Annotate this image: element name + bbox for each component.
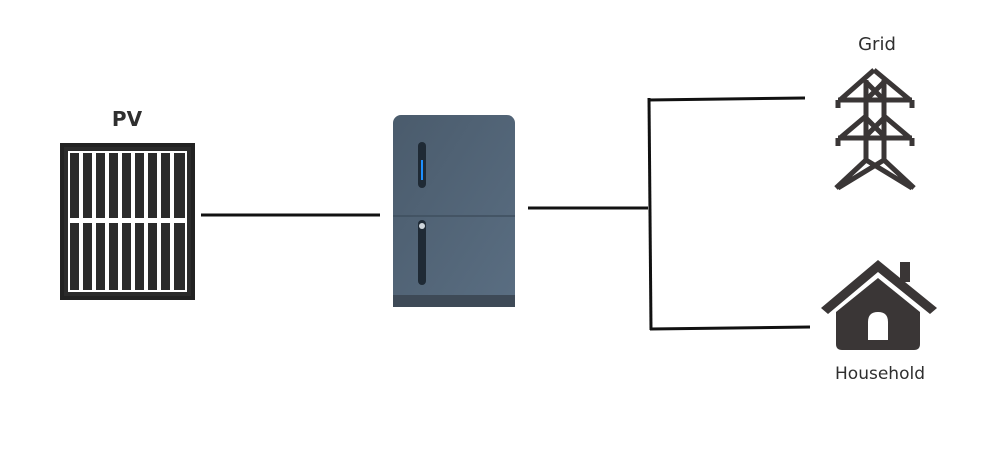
junction-vertical-line: [647, 97, 653, 331]
pv-label: PV: [112, 107, 143, 131]
power-tower-icon: [834, 68, 916, 191]
connection-lines: [201, 96, 811, 331]
junction-to-grid-line: [647, 96, 806, 102]
household-label: Household: [835, 364, 925, 384]
solar-panel-icon: [60, 143, 195, 300]
grid-label: Grid: [858, 34, 896, 55]
junction-to-household-line: [649, 325, 811, 331]
battery-storage-unit-icon: [393, 115, 515, 307]
house-icon: [821, 260, 937, 350]
